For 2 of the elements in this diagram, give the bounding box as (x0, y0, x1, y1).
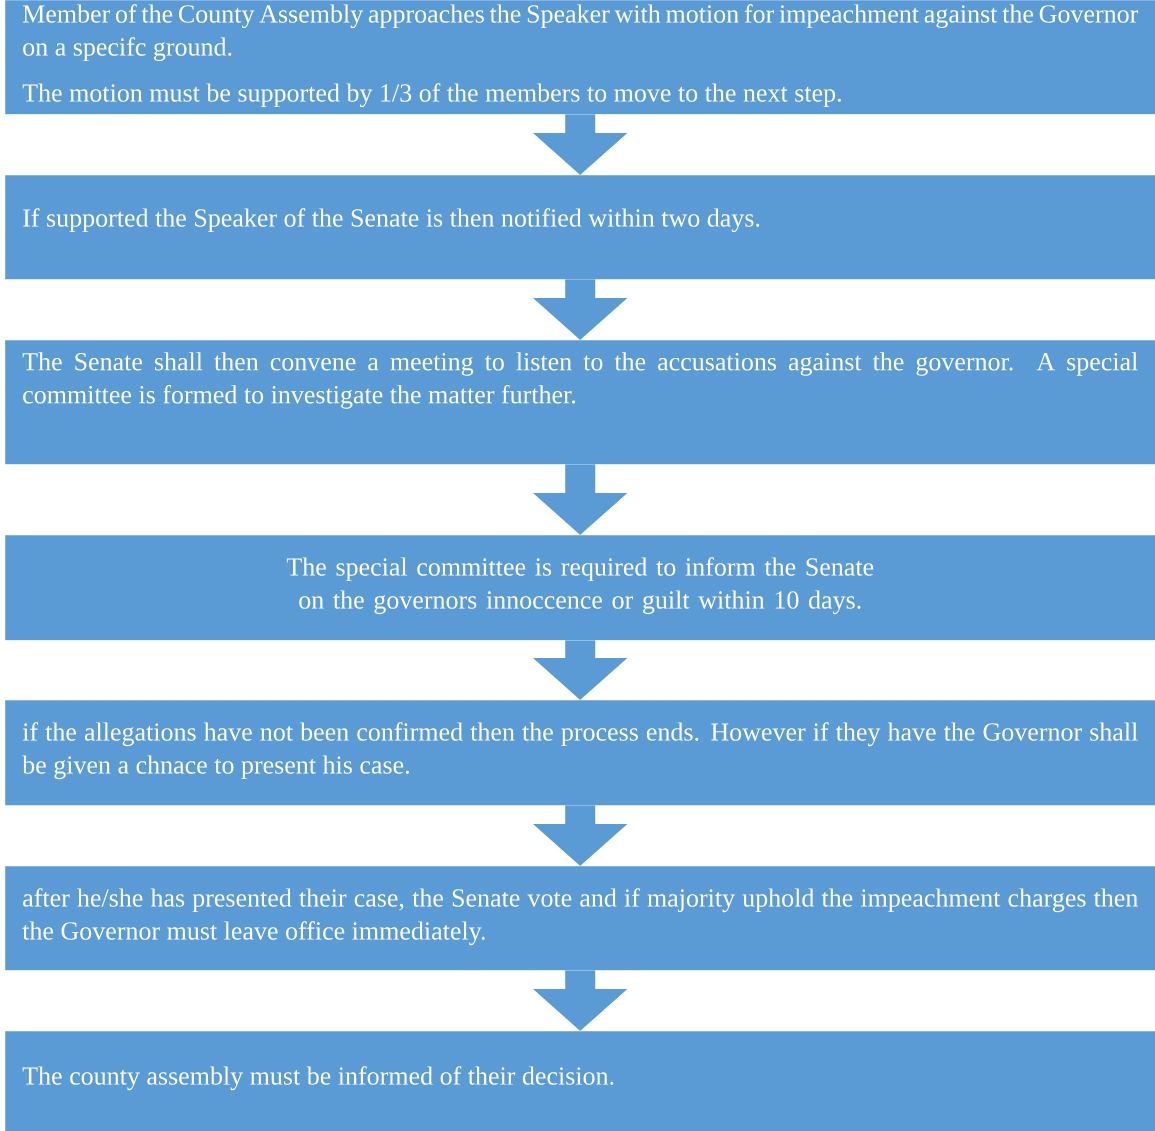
process-box: Member of the County Assembly approaches the Speaker with motion for impeachment against the Governor on a specifc ground. The motion must be supported by 1/3 of the members to move to the next step. (5, 0, 1155, 115)
process-box: The county assembly must be informed of their decision. (5, 1031, 1155, 1131)
